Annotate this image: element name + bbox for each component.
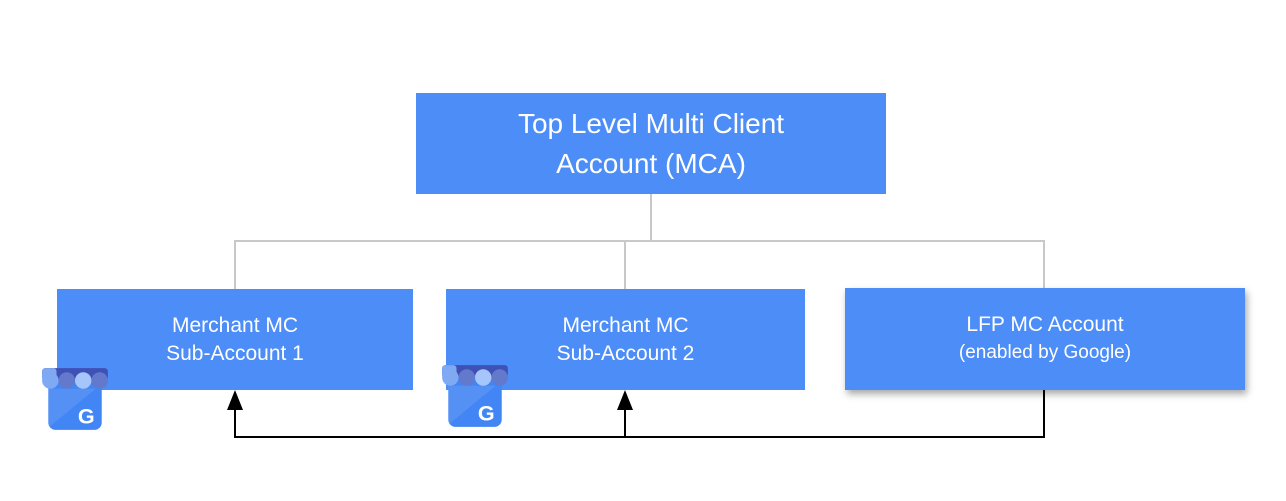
node-sub1-line2: Sub-Account 1 [166,341,304,365]
connector-mca-stem [650,194,652,241]
feedback-line-up-sub2 [624,406,626,436]
feedback-line-up-sub1 [234,406,236,436]
node-lfp-line1: LFP MC Account [966,313,1124,336]
feedback-line-horizontal [234,436,1045,438]
node-top-level-mca-line2: Account (MCA) [556,147,746,179]
node-merchant-sub-account-1: Merchant MC Sub-Account 1 [57,289,413,390]
node-merchant-sub-account-2: Merchant MC Sub-Account 2 [446,289,805,390]
node-lfp-line2: (enabled by Google) [958,342,1132,363]
arrowhead-to-sub2-icon [617,390,633,410]
arrowhead-to-sub1-icon [227,390,243,410]
google-business-icon-letter: G [478,401,495,426]
node-sub2-line2: Sub-Account 2 [556,341,695,365]
node-lfp-mc-account: LFP MC Account (enabled by Google) [845,288,1245,390]
google-business-icon-letter: G [78,404,95,429]
google-business-storefront-icon: G [42,368,108,430]
google-business-storefront-icon: G [442,365,508,427]
node-top-level-mca: Top Level Multi Client Account (MCA) [416,93,886,194]
feedback-line-lfp-down [1043,390,1045,438]
connector-drop-sub1 [234,240,236,289]
connector-drop-lfp [1043,240,1045,288]
connector-drop-sub2 [624,240,626,289]
node-top-level-mca-line1: Top Level Multi Client [517,107,785,139]
connector-horizontal-bar [234,240,1045,242]
node-sub2-line1: Merchant MC [562,313,689,337]
node-sub1-line1: Merchant MC [171,313,299,337]
